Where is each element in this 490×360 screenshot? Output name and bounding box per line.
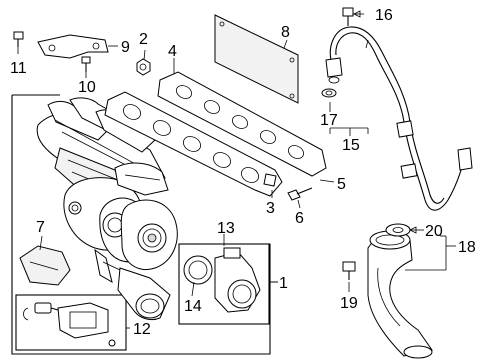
wastegate-actuator <box>23 302 116 347</box>
callout-7: 7 <box>36 219 45 236</box>
exhaust-gasket <box>157 71 327 177</box>
bolt-16 <box>342 7 354 26</box>
callout-11: 11 <box>10 60 27 77</box>
callout-9: 9 <box>121 39 130 56</box>
outlet-gasket-ring <box>183 255 213 285</box>
callout-5: 5 <box>337 176 346 193</box>
bolt-10 <box>81 56 91 72</box>
callout-6: 6 <box>295 210 304 227</box>
callout-labels: 1 2 3 4 5 6 7 8 9 10 11 12 13 14 15 16 1… <box>10 7 476 338</box>
callout-1: 1 <box>279 275 288 292</box>
nut-2 <box>136 58 151 76</box>
callout-15: 15 <box>342 137 360 154</box>
callout-17: 17 <box>320 112 338 129</box>
callout-18: 18 <box>458 239 476 256</box>
mounting-bracket <box>37 34 109 59</box>
callout-8: 8 <box>281 24 290 41</box>
callout-13: 13 <box>217 220 235 237</box>
callout-10: 10 <box>78 79 96 96</box>
bolt-11 <box>13 31 24 47</box>
stud-3 <box>263 173 277 187</box>
heat-shield-plate <box>214 14 299 104</box>
intake-hose <box>367 230 433 359</box>
callout-20: 20 <box>425 223 443 240</box>
sensor-19 <box>342 261 356 280</box>
callout-16: 16 <box>375 7 393 24</box>
callout-14: 14 <box>184 298 202 315</box>
callout-4: 4 <box>168 43 177 60</box>
coolant-line <box>325 26 473 211</box>
callout-2: 2 <box>139 31 148 48</box>
washer-17 <box>321 88 337 98</box>
turbocharger-assembly <box>36 97 178 321</box>
callout-19: 19 <box>340 295 358 312</box>
washer-20 <box>385 223 411 237</box>
callout-12: 12 <box>133 321 151 338</box>
group-frame-12 <box>15 294 127 351</box>
bolt-6 <box>287 187 313 201</box>
turbo-heat-shield <box>19 245 71 286</box>
compressor-outlet-elbow <box>214 247 261 313</box>
callout-3: 3 <box>266 200 275 217</box>
manifold-gasket <box>104 91 283 197</box>
leader-lines <box>17 13 456 329</box>
